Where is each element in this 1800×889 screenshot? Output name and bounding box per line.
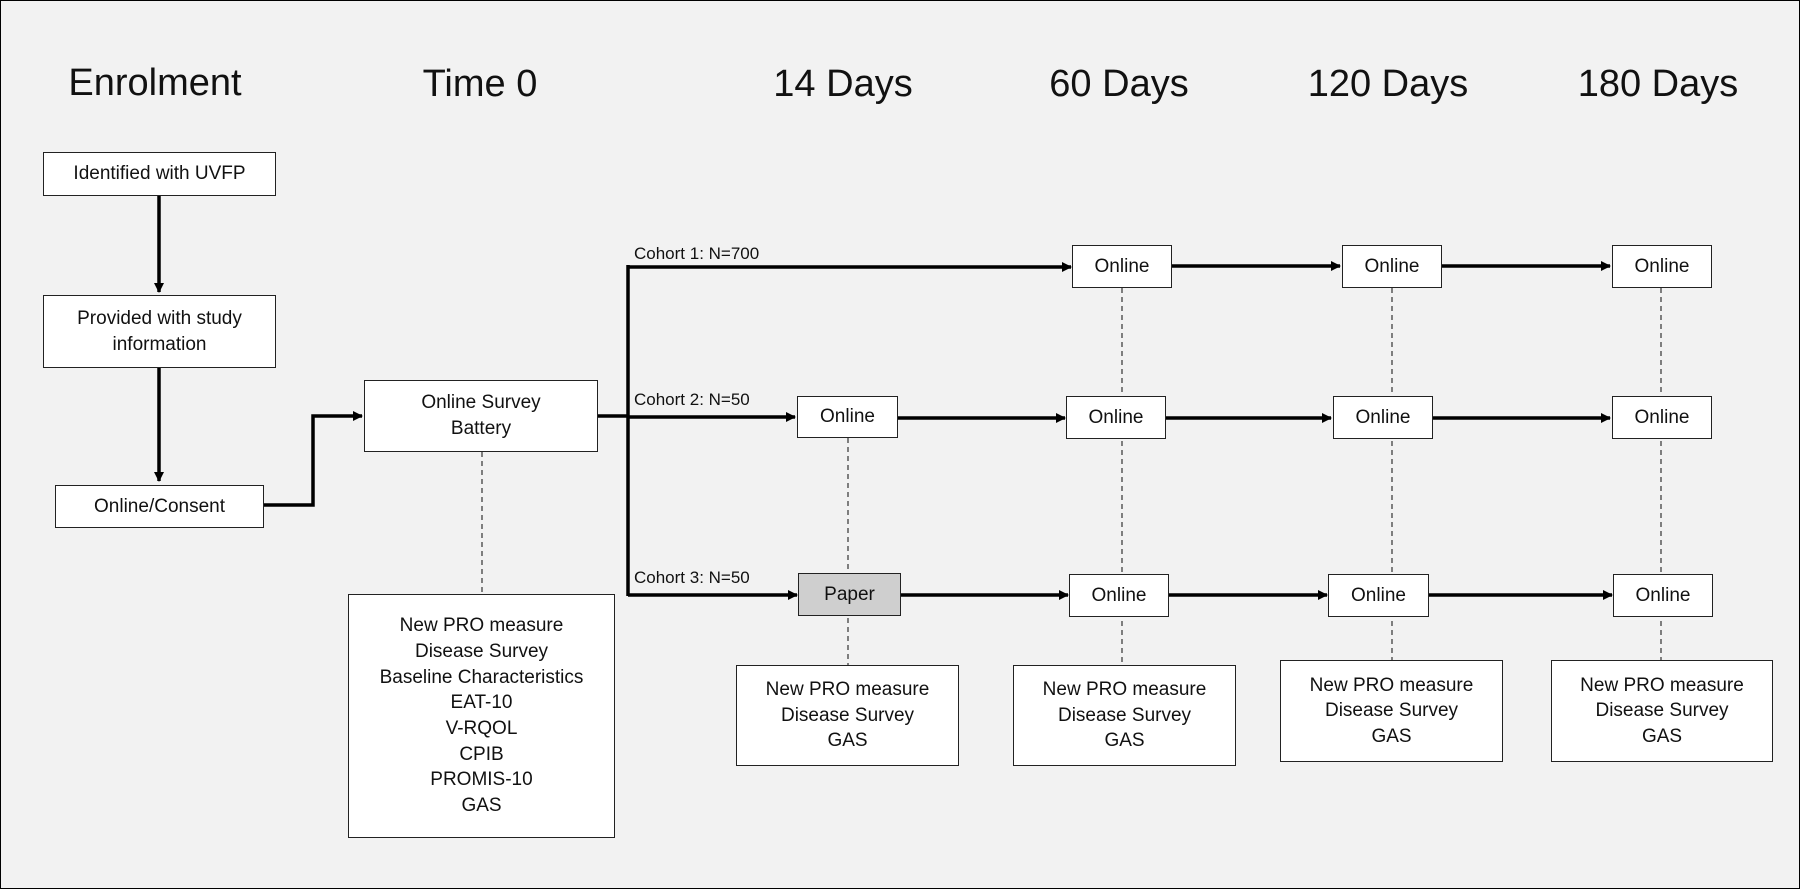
arrow-consent-to-battery: [264, 411, 363, 507]
identified-box: Identified with UVFP: [43, 152, 276, 196]
provided-box: Provided with study information: [43, 295, 276, 368]
measure-item: GAS: [827, 730, 868, 752]
cohort-1-label: Cohort 1: N=700: [634, 244, 760, 263]
cohort-2-day60-box: Online: [1066, 396, 1166, 439]
day60-measures-box: New PRO measure Disease Survey GAS: [1013, 665, 1236, 766]
measure-item: Disease Survey: [1324, 700, 1459, 722]
measure-item: GAS: [1371, 725, 1412, 747]
cohort-2-day120-box: Online: [1333, 396, 1433, 439]
header-enrolment: Enrolment: [68, 62, 242, 104]
measure-item: Disease Survey: [1595, 700, 1729, 722]
measure-item: PROMIS-10: [430, 769, 533, 791]
measure-item: New PRO measure: [765, 679, 930, 701]
measure-item: New PRO measure: [1309, 674, 1474, 696]
measure-item: Disease Survey: [1057, 704, 1192, 726]
measure-item: GAS: [1641, 725, 1683, 747]
consent-box: Online/Consent: [55, 485, 264, 528]
cohort-3-day60-box: Online: [1069, 574, 1169, 617]
day120-measures-box: New PRO measure Disease Survey GAS: [1280, 660, 1503, 762]
measure-item: New PRO measure: [1580, 674, 1744, 696]
measure-item: V-RQOL: [445, 718, 518, 739]
measure-item: New PRO measure: [1042, 679, 1207, 701]
measure-item: GAS: [1104, 730, 1145, 752]
cohort-1-day60-box: Online: [1072, 245, 1172, 288]
header-time0: Time 0: [422, 63, 538, 105]
measure-item: EAT-10: [450, 692, 513, 714]
day180-measures-box: New PRO measure Disease Survey GAS: [1551, 660, 1773, 762]
measure-item: Disease Survey: [780, 704, 915, 726]
measure-item: Disease Survey: [414, 641, 549, 663]
cohort-2-label: Cohort 2: N=50: [634, 390, 750, 409]
header-day60: 60 Days: [1049, 63, 1189, 105]
measure-item: GAS: [461, 794, 502, 816]
online-survey-battery-box: Online Survey Battery: [364, 380, 598, 452]
cohort-3-day14-paper-box: Paper: [798, 573, 901, 616]
header-day14: 14 Days: [773, 63, 913, 105]
cohort-1-day120-box: Online: [1342, 245, 1442, 288]
measure-item: New PRO measure: [399, 615, 564, 637]
measure-item: CPIB: [459, 743, 504, 765]
header-day180: 180 Days: [1577, 63, 1739, 105]
header-day120: 120 Days: [1307, 63, 1469, 105]
cohort-2-day14-box: Online: [797, 396, 898, 438]
cohort-3-day120-box: Online: [1328, 574, 1429, 617]
day14-measures-box: New PRO measure Disease Survey GAS: [736, 665, 959, 766]
measure-item: Baseline Characteristics: [379, 666, 584, 688]
cohort-2-day180-box: Online: [1612, 396, 1712, 439]
cohort-3-day180-box: Online: [1613, 574, 1713, 617]
cohort-1-day180-box: Online: [1612, 245, 1712, 288]
baseline-measures-box: New PRO measure Disease Survey Baseline …: [348, 594, 615, 838]
cohort-3-label: Cohort 3: N=50: [634, 568, 750, 587]
